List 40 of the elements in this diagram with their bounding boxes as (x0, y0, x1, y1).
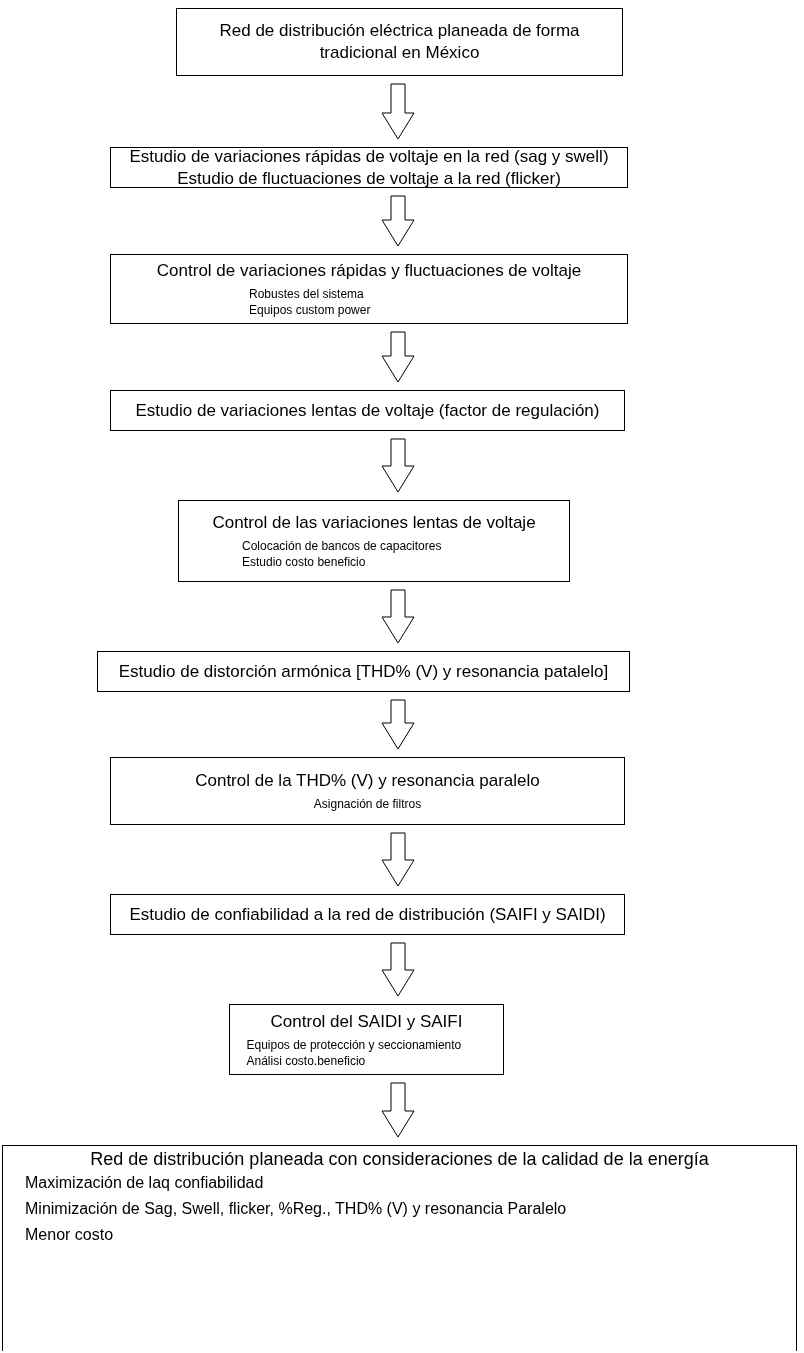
box-text: Equipos custom power (249, 302, 372, 318)
process-box (110, 147, 628, 188)
process-box (110, 894, 625, 935)
box-heading: Estudio de confiabilidad a la red de distribución (SAIFI y SAIDI) (128, 903, 607, 926)
block-arrow (381, 83, 415, 140)
block-arrow (381, 195, 415, 247)
box-heading: Estudio de variaciones lentas de voltaje (factor de regulación) (134, 399, 601, 422)
process-box (110, 757, 625, 825)
box-heading: Control de variaciones rápidas y fluctuaciones de voltaje (155, 260, 583, 282)
process-box (97, 651, 630, 692)
box-text: Minimización de Sag, Swell, flicker, %Reg., THD% (V) y resonancia Paralelo (24, 1199, 568, 1219)
box-text: Asignación de filtros (312, 796, 423, 812)
box-heading: Control del SAIDI y SAIFI (269, 1010, 464, 1033)
box-text: Maximización de laq confiabilidad (24, 1173, 265, 1193)
process-box (229, 1004, 504, 1075)
block-arrow (381, 589, 415, 644)
box-text: Análisi costo.beneficio (246, 1052, 367, 1069)
block-arrow (381, 699, 415, 750)
block-arrow (381, 331, 415, 383)
box-heading: Red de distribución planeada con consideraciones de la calidad de la energía (89, 1148, 710, 1170)
box-heading: Estudio de variaciones rápidas de voltaje en la red (sag y swell) (128, 145, 610, 168)
block-arrow (381, 1082, 415, 1138)
box-text: Estudio costo beneficio (242, 554, 367, 570)
block-arrow (381, 832, 415, 887)
process-box (110, 390, 625, 431)
process-box (110, 254, 628, 324)
box-heading: Control de las variaciones lentas de voltaje (211, 512, 537, 534)
process-box (176, 8, 623, 76)
box-heading: Red de distribución eléctrica planeada de forma tradicional en México (218, 20, 581, 64)
box-text: Equipos de protección y seccionamiento (246, 1036, 463, 1053)
block-arrow (381, 438, 415, 493)
box-text: Colocación de bancos de capacitores (242, 538, 443, 554)
box-heading: Estudio de distorción armónica [THD% (V) y resonancia patalelo] (117, 660, 610, 683)
box-text: Menor costo (24, 1225, 115, 1245)
box-text: Estudio de fluctuaciones de voltaje a la red (flicker) (176, 167, 562, 190)
process-box (2, 1145, 797, 1351)
box-text: Robustes del sistema (249, 286, 365, 302)
box-heading: Control de la THD% (V) y resonancia paralelo (194, 770, 541, 792)
process-box (178, 500, 570, 582)
block-arrow (381, 942, 415, 997)
